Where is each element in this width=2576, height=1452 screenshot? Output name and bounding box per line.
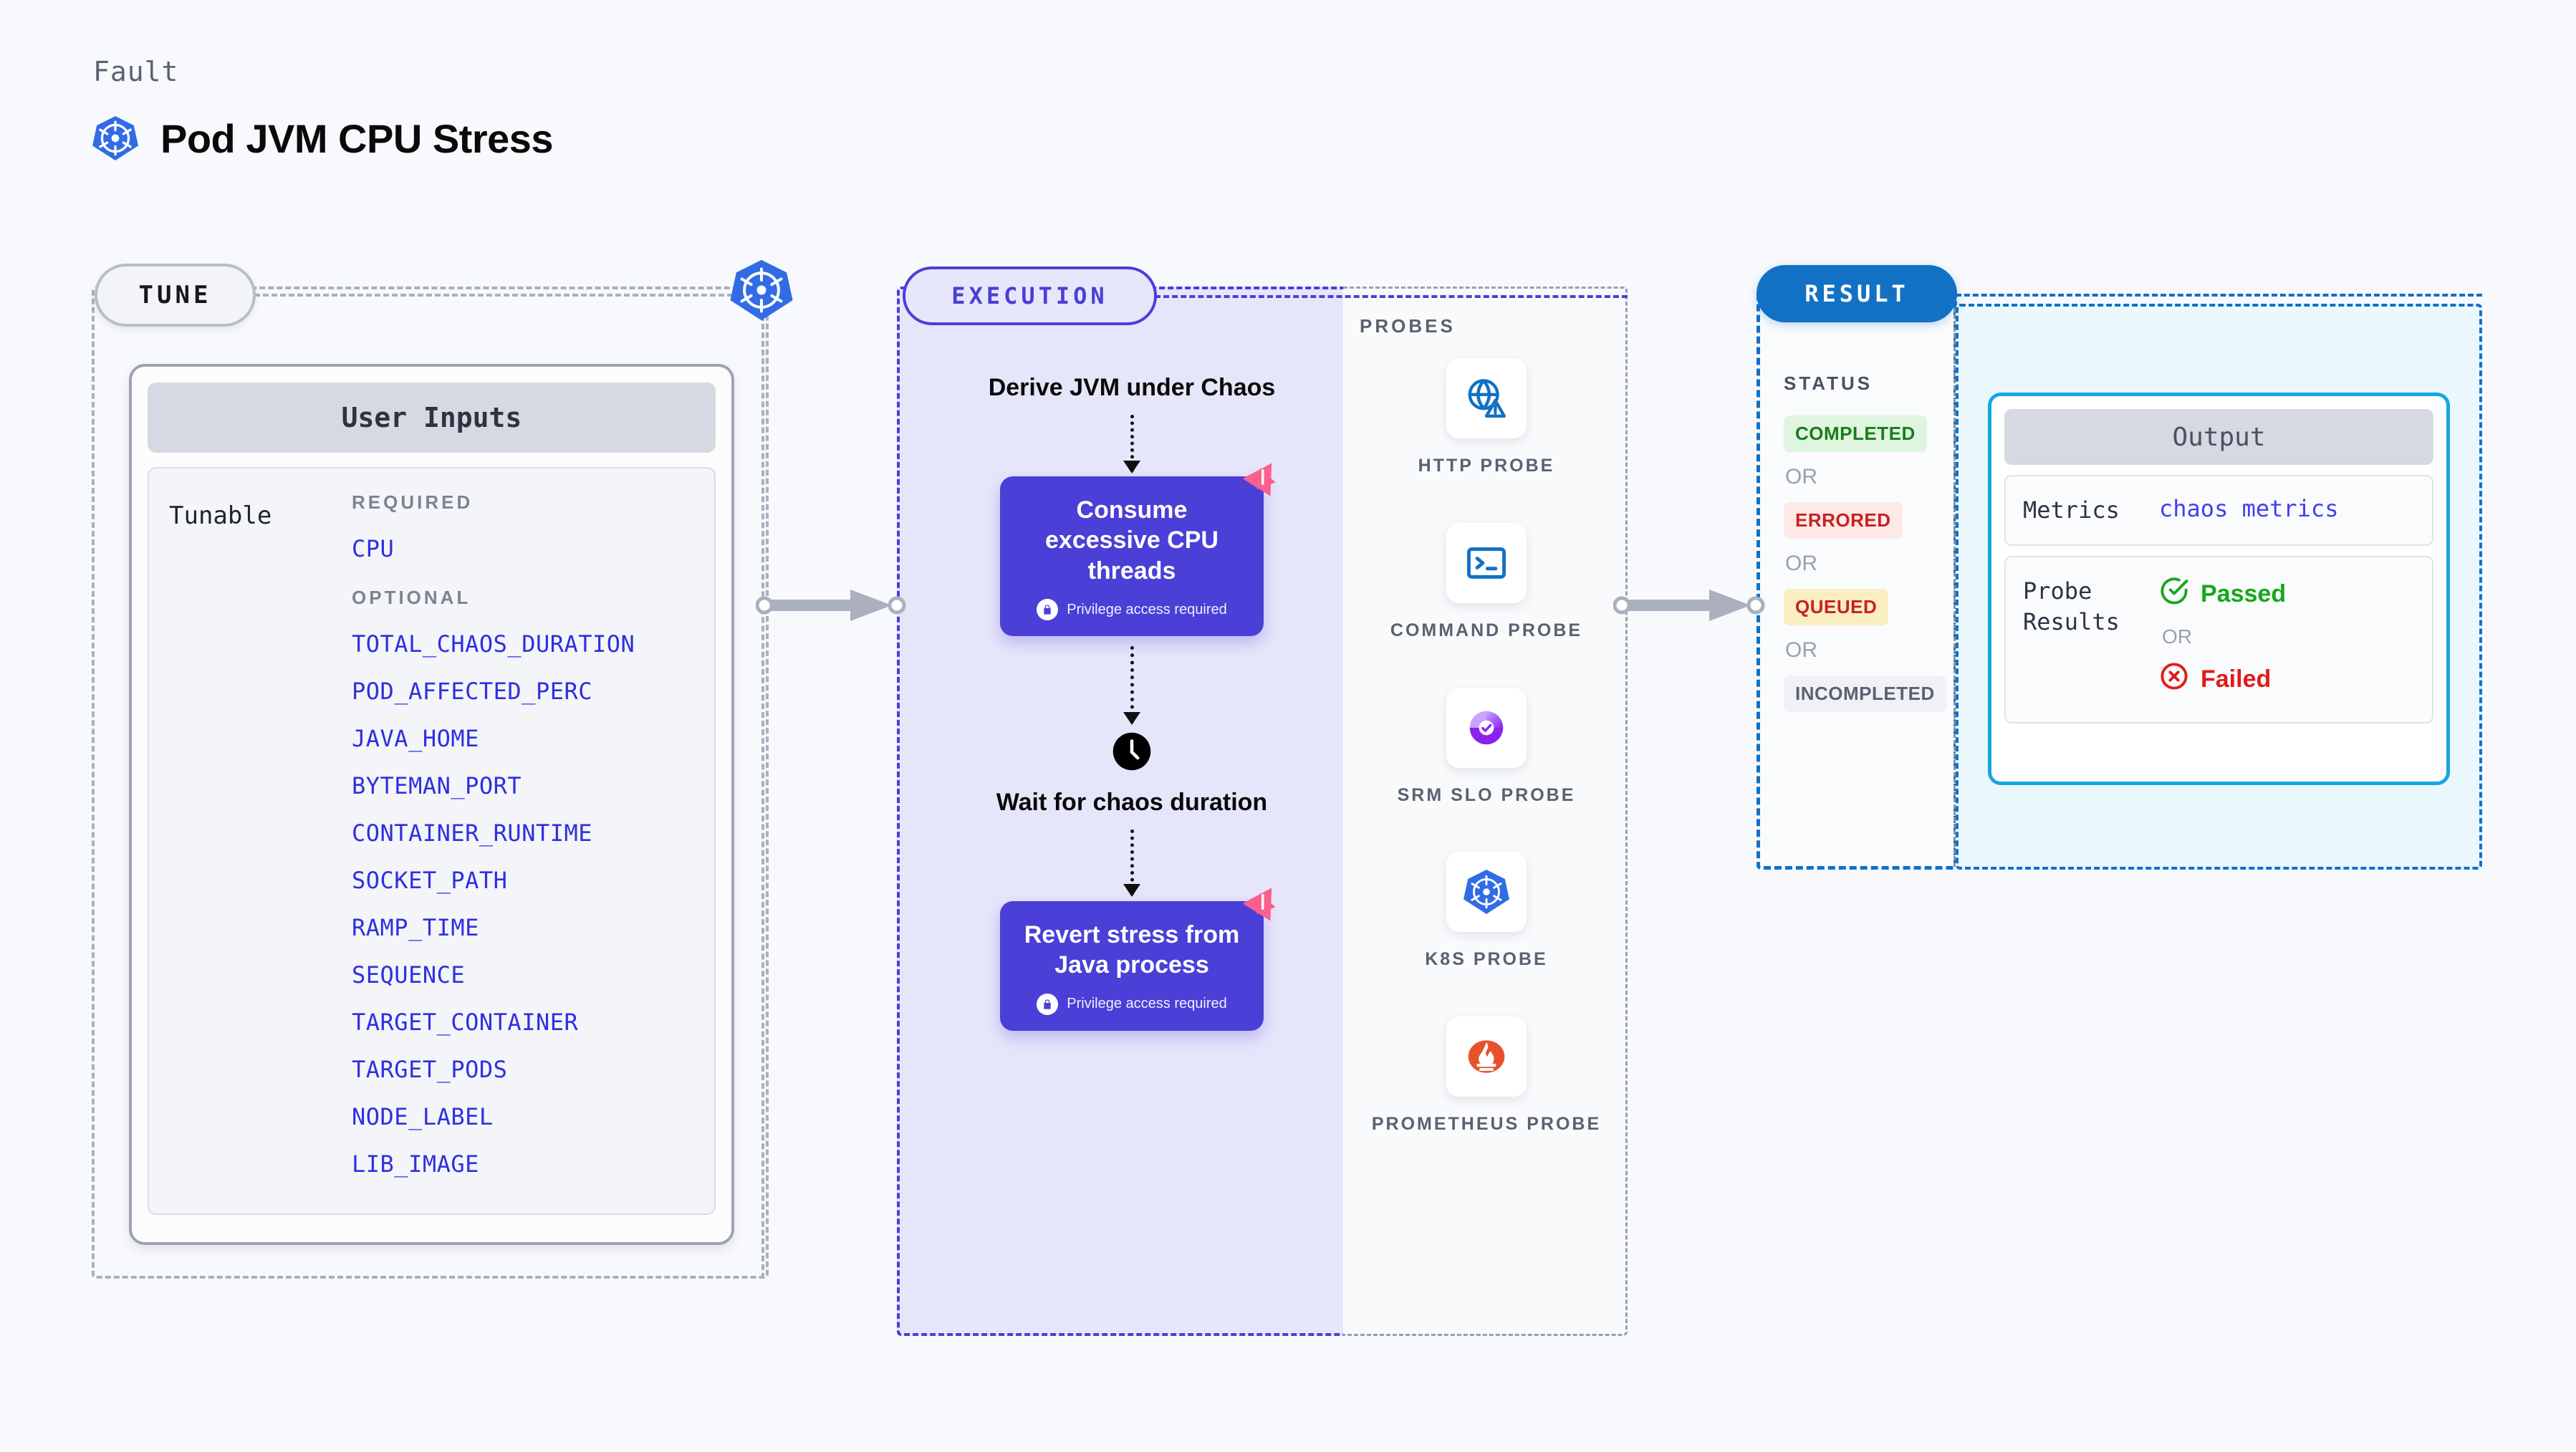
check-circle-icon <box>2159 576 2189 612</box>
lock-icon <box>1037 993 1059 1015</box>
page-title: Pod JVM CPU Stress <box>160 115 554 161</box>
output-metrics-value[interactable]: chaos metrics <box>2159 495 2339 522</box>
step-derive-jvm: Derive JVM under Chaos <box>988 374 1276 401</box>
tune-to-execution-connector <box>756 590 906 621</box>
status-section-label: STATUS <box>1784 372 1873 394</box>
execution-pill[interactable]: EXECUTION <box>903 266 1157 325</box>
user-inputs-title: User Inputs <box>148 383 716 453</box>
probes-zone <box>1343 287 1628 1336</box>
litmus-icon <box>1242 883 1282 925</box>
probe-item[interactable]: SRM SLO PROBE <box>1350 687 1623 808</box>
probe-label: K8S PROBE <box>1425 949 1548 970</box>
probes-section-label: PROBES <box>1360 315 1456 337</box>
status-badge-stack: COMPLETED OR ERRORED OR QUEUED OR INCOMPLETED <box>1784 415 1946 712</box>
tune-dashed-connector <box>254 294 741 297</box>
tunable-item[interactable]: SEQUENCE <box>352 961 466 989</box>
flow-arrow-2 <box>1123 646 1140 725</box>
page-title-row: Pod JVM CPU Stress <box>92 115 554 162</box>
status-or-label: OR <box>1785 552 1817 575</box>
user-inputs-card: User Inputs Tunable REQUIRED CPU OPTIONA… <box>129 364 734 1245</box>
tunables-body: Tunable REQUIRED CPU OPTIONAL TOTAL_CHAO… <box>148 467 716 1215</box>
result-pill[interactable]: RESULT <box>1756 265 1957 322</box>
probe-passed-label: Passed <box>2201 580 2287 608</box>
tune-pill[interactable]: TUNE <box>95 264 256 327</box>
tunable-item[interactable]: TARGET_CONTAINER <box>352 1009 579 1036</box>
prometheus-icon <box>1446 1016 1527 1097</box>
execution-dashed-connector <box>1155 295 1628 298</box>
output-metrics-key: Metrics <box>2023 496 2120 524</box>
status-badge: ERRORED <box>1784 502 1903 539</box>
step-consume-cpu-threads[interactable]: Consume excessive CPU threads Privilege … <box>1000 462 1276 636</box>
tunable-item[interactable]: RAMP_TIME <box>352 914 479 941</box>
probe-passed: Passed <box>2159 576 2286 612</box>
step-revert-stress-title: Revert stress from Java process <box>1024 920 1240 979</box>
tunable-item[interactable]: POD_AFFECTED_PERC <box>352 678 593 705</box>
probe-label: COMMAND PROBE <box>1390 620 1583 640</box>
execution-to-result-connector <box>1613 590 1765 621</box>
srm-slo-icon <box>1446 687 1527 768</box>
output-probe-values: Passed OR Failed <box>2159 576 2286 698</box>
tunable-item[interactable]: BYTEMAN_PORT <box>352 772 522 799</box>
terminal-icon <box>1446 522 1527 603</box>
probe-failed: Failed <box>2159 661 2286 698</box>
step-wait-chaos: Wait for chaos duration <box>996 789 1268 816</box>
privilege-note-text: Privilege access required <box>1067 996 1227 1011</box>
step-revert-stress[interactable]: Revert stress from Java process Privileg… <box>1000 887 1276 1031</box>
probe-label: SRM SLO PROBE <box>1397 784 1576 805</box>
tunable-item[interactable]: SOCKET_PATH <box>352 867 508 894</box>
tunable-item[interactable]: LIB_IMAGE <box>352 1150 479 1178</box>
probes-list: HTTP PROBE COMMAND PROBE SRM SLO PROBE K8S … <box>1350 358 1623 1181</box>
eyebrow-fault-label: Fault <box>93 56 179 87</box>
tunable-item[interactable]: TOTAL_CHAOS_DURATION <box>352 630 635 658</box>
probe-item[interactable]: PROMETHEUS PROBE <box>1350 1016 1623 1137</box>
privilege-note: Privilege access required <box>1022 599 1242 620</box>
status-or-label: OR <box>1785 465 1817 489</box>
result-dashed-connector <box>1956 294 2482 297</box>
tunable-item[interactable]: NODE_LABEL <box>352 1103 494 1130</box>
kubernetes-icon <box>1446 852 1527 933</box>
probe-item[interactable]: HTTP PROBE <box>1350 358 1623 479</box>
result-inner-divider <box>1953 308 1956 867</box>
flow-arrow-1 <box>1123 414 1140 473</box>
tunables-list: REQUIRED CPU OPTIONAL TOTAL_CHAOS_DURATI… <box>352 491 694 1191</box>
litmus-icon <box>1242 458 1282 500</box>
probe-item[interactable]: K8S PROBE <box>1350 852 1623 972</box>
tunable-item[interactable]: CONTAINER_RUNTIME <box>352 819 593 847</box>
output-title: Output <box>2004 409 2433 465</box>
probe-label: HTTP PROBE <box>1418 456 1555 476</box>
step-consume-cpu-title: Consume excessive CPU threads <box>1045 496 1219 585</box>
output-metrics-row: Metrics chaos metrics <box>2004 475 2433 547</box>
flow-arrow-3 <box>1123 829 1140 897</box>
privilege-note: Privilege access required <box>1022 993 1242 1015</box>
status-badge: INCOMPLETED <box>1784 675 1946 712</box>
probe-item[interactable]: COMMAND PROBE <box>1350 522 1623 643</box>
optional-group-label: OPTIONAL <box>352 587 471 608</box>
privilege-note-text: Privilege access required <box>1067 601 1227 617</box>
required-group-label: REQUIRED <box>352 491 474 513</box>
kubernetes-icon <box>729 258 794 326</box>
tune-zone <box>92 287 769 1279</box>
execution-flow: Derive JVM under Chaos Consume excessive… <box>931 372 1332 1031</box>
tunable-item[interactable]: TARGET_PODS <box>352 1056 508 1083</box>
tune-vertical-dashed-line <box>761 315 764 1279</box>
x-circle-icon <box>2159 661 2189 698</box>
probe-or-label: OR <box>2162 625 2192 648</box>
status-badge: QUEUED <box>1784 589 1889 625</box>
lock-icon <box>1037 599 1059 620</box>
globe-warning-icon <box>1446 358 1527 438</box>
status-badge: COMPLETED <box>1784 415 1927 452</box>
probe-failed-label: Failed <box>2201 665 2272 693</box>
clock-icon <box>1111 731 1153 776</box>
status-or-label: OR <box>1785 638 1817 662</box>
kubernetes-icon <box>92 115 139 162</box>
tunable-label: Tunable <box>169 501 272 530</box>
tunable-item[interactable]: CPU <box>352 535 395 562</box>
tunable-item[interactable]: JAVA_HOME <box>352 725 479 752</box>
probe-label: PROMETHEUS PROBE <box>1371 1114 1602 1134</box>
